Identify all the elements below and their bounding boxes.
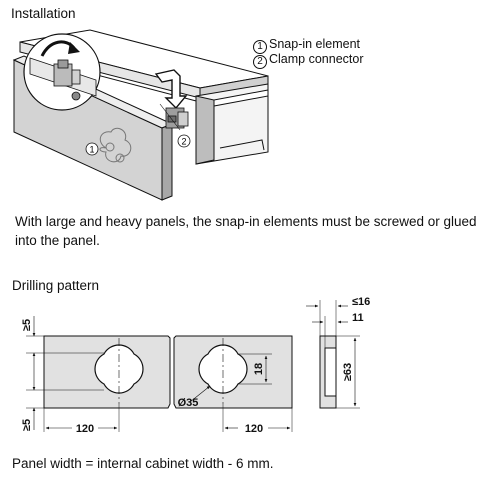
dim-slot-height: 18 <box>253 363 265 375</box>
drilling-title: Drilling pattern <box>12 278 100 293</box>
callout-2-number: 2 <box>181 137 186 147</box>
dim-diameter: Ø35 <box>178 397 199 409</box>
snap-in-element-icon <box>53 59 81 101</box>
drilling-pattern-side: ≤16 11 ≥63 <box>306 296 370 409</box>
dim-left-120: 120 <box>76 423 94 435</box>
dim-edge-bottom: ≥5 <box>21 419 33 431</box>
dim-edge-top: ≥5 <box>21 319 33 331</box>
cabinet-side <box>195 83 269 165</box>
dim-depth: 11 <box>352 312 364 324</box>
panel-width-note: Panel width = internal cabinet width - 6… <box>12 456 274 471</box>
drilling-pattern-front: ≥5 ≥5 120 120 18 Ø35 <box>21 316 293 435</box>
clamp-connector-icon <box>165 107 189 129</box>
dim-panel-height: ≥63 <box>342 363 354 381</box>
detail-magnifier <box>23 33 101 111</box>
legend-number-2: 2 <box>253 55 267 69</box>
legend-number-1: 1 <box>253 40 267 54</box>
installation-illustration: 1 <box>12 29 269 201</box>
dim-right-120: 120 <box>245 423 263 435</box>
callout-2: 2 <box>177 134 191 148</box>
legend-label-snap-in: Snap-in element <box>269 37 361 51</box>
installation-title: Installation <box>11 6 76 21</box>
legend-label-clamp-connector: Clamp connector <box>269 52 364 66</box>
dim-depth-max: ≤16 <box>352 296 370 308</box>
clamp-connector-detail <box>154 69 189 131</box>
callout-1: 1 <box>85 142 99 156</box>
left-drill-hole <box>94 338 144 404</box>
callout-1-number: 1 <box>89 145 94 155</box>
installation-note: With large and heavy panels, the snap-in… <box>15 214 477 248</box>
